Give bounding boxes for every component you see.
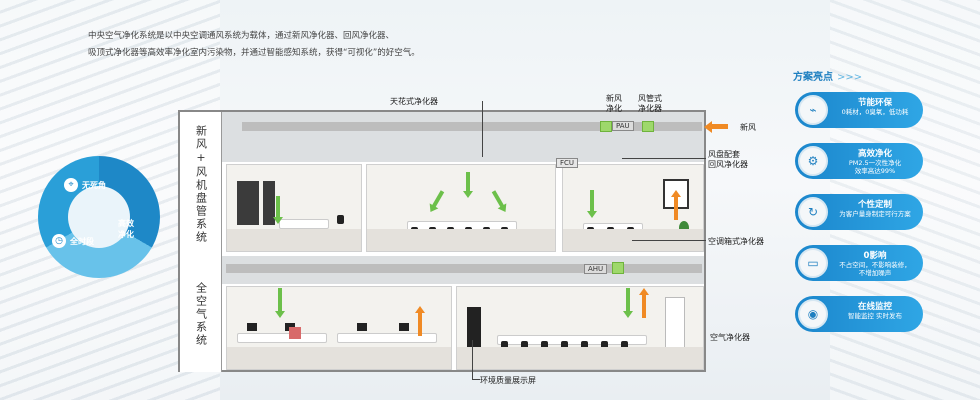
- callout-ceiling-purifier: 天花式净化器: [390, 97, 438, 106]
- ahu-duct: [226, 264, 702, 273]
- clock-icon: ◷: [52, 234, 66, 248]
- zero-impact-icon: ▭: [798, 248, 828, 278]
- building-cutaway: PAU 新风+风机盘管系统 AHU 全空气系统: [178, 110, 706, 372]
- callout-duct-purifier: 风管式 净化器: [638, 94, 662, 113]
- monitor-icon: ◉: [798, 299, 828, 329]
- fresh-air-duct: [242, 122, 702, 131]
- feature-efficiency: ⚙ 高效净化 PM2.5一次性净化 效率高达99%: [795, 143, 923, 179]
- room-meeting: [366, 164, 556, 252]
- pm-icon: ⚙: [798, 146, 828, 176]
- fcu-tag: FCU: [556, 158, 579, 168]
- seg-all-time: 全时段: [70, 237, 94, 246]
- lower-system-label: 全空气系统: [180, 256, 222, 372]
- custom-icon: ↻: [798, 197, 828, 227]
- intro-text: 中央空气净化系统是以中央空调通风系统为载体，通过新风净化器、回风净化器、 吸顶式…: [88, 28, 448, 62]
- ahu-tag: AHU: [584, 264, 608, 274]
- room-office: [226, 164, 362, 252]
- pau-tag: PAU: [612, 121, 634, 131]
- callout-ahu-purifier: 空调箱式净化器: [708, 237, 764, 246]
- callout-fresh-air-purifier: 新风 净化: [606, 94, 622, 113]
- callout-fcu-return: 风盘配套 回风净化器: [708, 150, 748, 169]
- room-training: [456, 286, 704, 370]
- seg-high-efficiency: 高效 净化: [118, 219, 134, 239]
- feature-zero-impact: ▭ 0影响 不占空间，不影响装修， 不增加噪声: [795, 245, 923, 281]
- feature-monitor: ◉ 在线监控 智能监控 实时发布: [795, 296, 923, 332]
- features-title: 方案亮点>>>: [793, 72, 863, 83]
- intro-line-1: 中央空气净化系统是以中央空调通风系统为载体，通过新风净化器、回风净化器、: [88, 31, 395, 41]
- fresh-air-arrow: [708, 124, 728, 129]
- corner-icon: ⌖: [64, 178, 78, 192]
- energy-icon: ⌁: [798, 95, 828, 125]
- callout-air-purifier: 空气净化器: [710, 333, 750, 342]
- upper-system-label: 新风+风机盘管系统: [180, 112, 222, 256]
- benefit-circle: ⌖ 无死角 高效 净化 ◷ 全时段: [38, 156, 160, 278]
- callout-fresh-air: 新风: [740, 123, 756, 132]
- room-workspace: [226, 286, 452, 370]
- intro-line-2: 吸顶式净化器等高效率净化室内污染物，并通过智能感知系统，获得“可视化”的好空气。: [88, 48, 420, 58]
- feature-energy: ⌁ 节能环保 0耗材，0臭氧，低功耗: [795, 92, 923, 128]
- display-screen: [467, 307, 481, 347]
- feature-custom: ↻ 个性定制 为客户量身制定可行方案: [795, 194, 923, 230]
- seg-no-dead-corner: 无死角: [82, 181, 106, 190]
- room-lounge: [562, 164, 704, 252]
- callout-display: 环境质量展示屏: [480, 376, 536, 385]
